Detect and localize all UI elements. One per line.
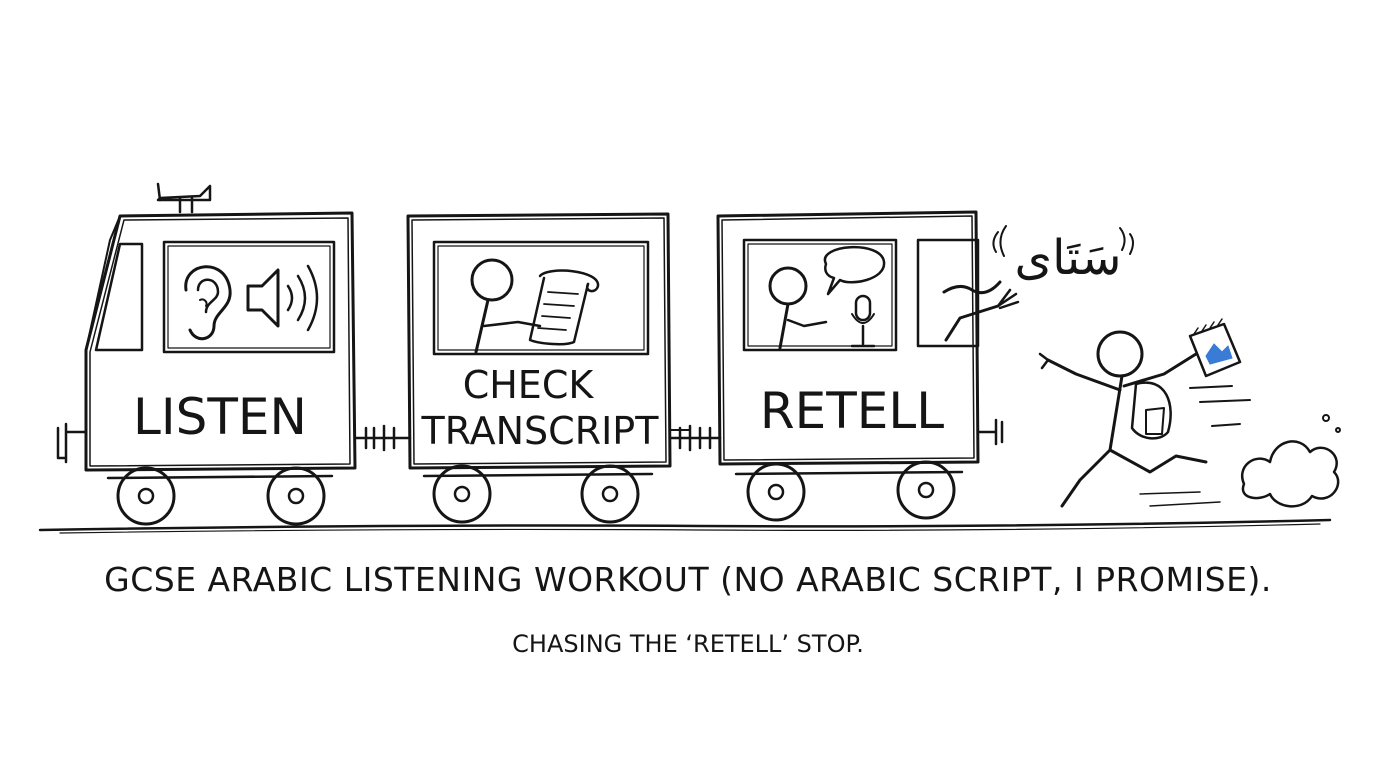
speaker-icon bbox=[246, 264, 319, 332]
car-label: LISTEN bbox=[133, 388, 307, 446]
backpack-icon bbox=[1130, 381, 1172, 440]
coupler bbox=[353, 424, 412, 452]
caption-subtitle: CHASING THE ‘RETELL’ STOP. bbox=[512, 630, 864, 658]
wheel bbox=[896, 460, 956, 520]
notebook-icon bbox=[1188, 318, 1242, 378]
shout-text: سَتَاى bbox=[1015, 230, 1122, 286]
car-label-line-1: CHECK bbox=[463, 363, 595, 407]
scroll-icon bbox=[528, 269, 600, 346]
car-listen: LISTEN bbox=[56, 182, 357, 526]
car-label: RETELL bbox=[760, 382, 944, 440]
horn-icon bbox=[156, 182, 212, 214]
wheel bbox=[266, 466, 326, 526]
caption-title: GCSE ARABIC LISTENING WORKOUT (NO ARABIC… bbox=[104, 560, 1272, 599]
ground-line bbox=[38, 518, 1332, 532]
ear-icon bbox=[184, 265, 232, 341]
wheel bbox=[746, 462, 806, 522]
car-retell: RETELL bbox=[716, 210, 1020, 522]
microphone-icon bbox=[850, 294, 876, 348]
ground-line-shadow bbox=[59, 523, 1321, 534]
dust-cloud-icon bbox=[1241, 440, 1340, 508]
car-check-transcript: CHECK TRANSCRIPT bbox=[406, 212, 691, 524]
speech-bubble-icon bbox=[823, 245, 886, 296]
wheel bbox=[432, 464, 492, 524]
shout: سَتَاى bbox=[992, 225, 1134, 286]
wheel bbox=[116, 466, 176, 526]
wheel bbox=[580, 464, 640, 524]
coupler bbox=[668, 424, 722, 452]
speaker-figure bbox=[768, 266, 828, 350]
waving-arm bbox=[942, 280, 1020, 342]
running-student bbox=[1038, 318, 1341, 508]
car-label-line-2: TRANSCRIPT bbox=[421, 409, 660, 453]
